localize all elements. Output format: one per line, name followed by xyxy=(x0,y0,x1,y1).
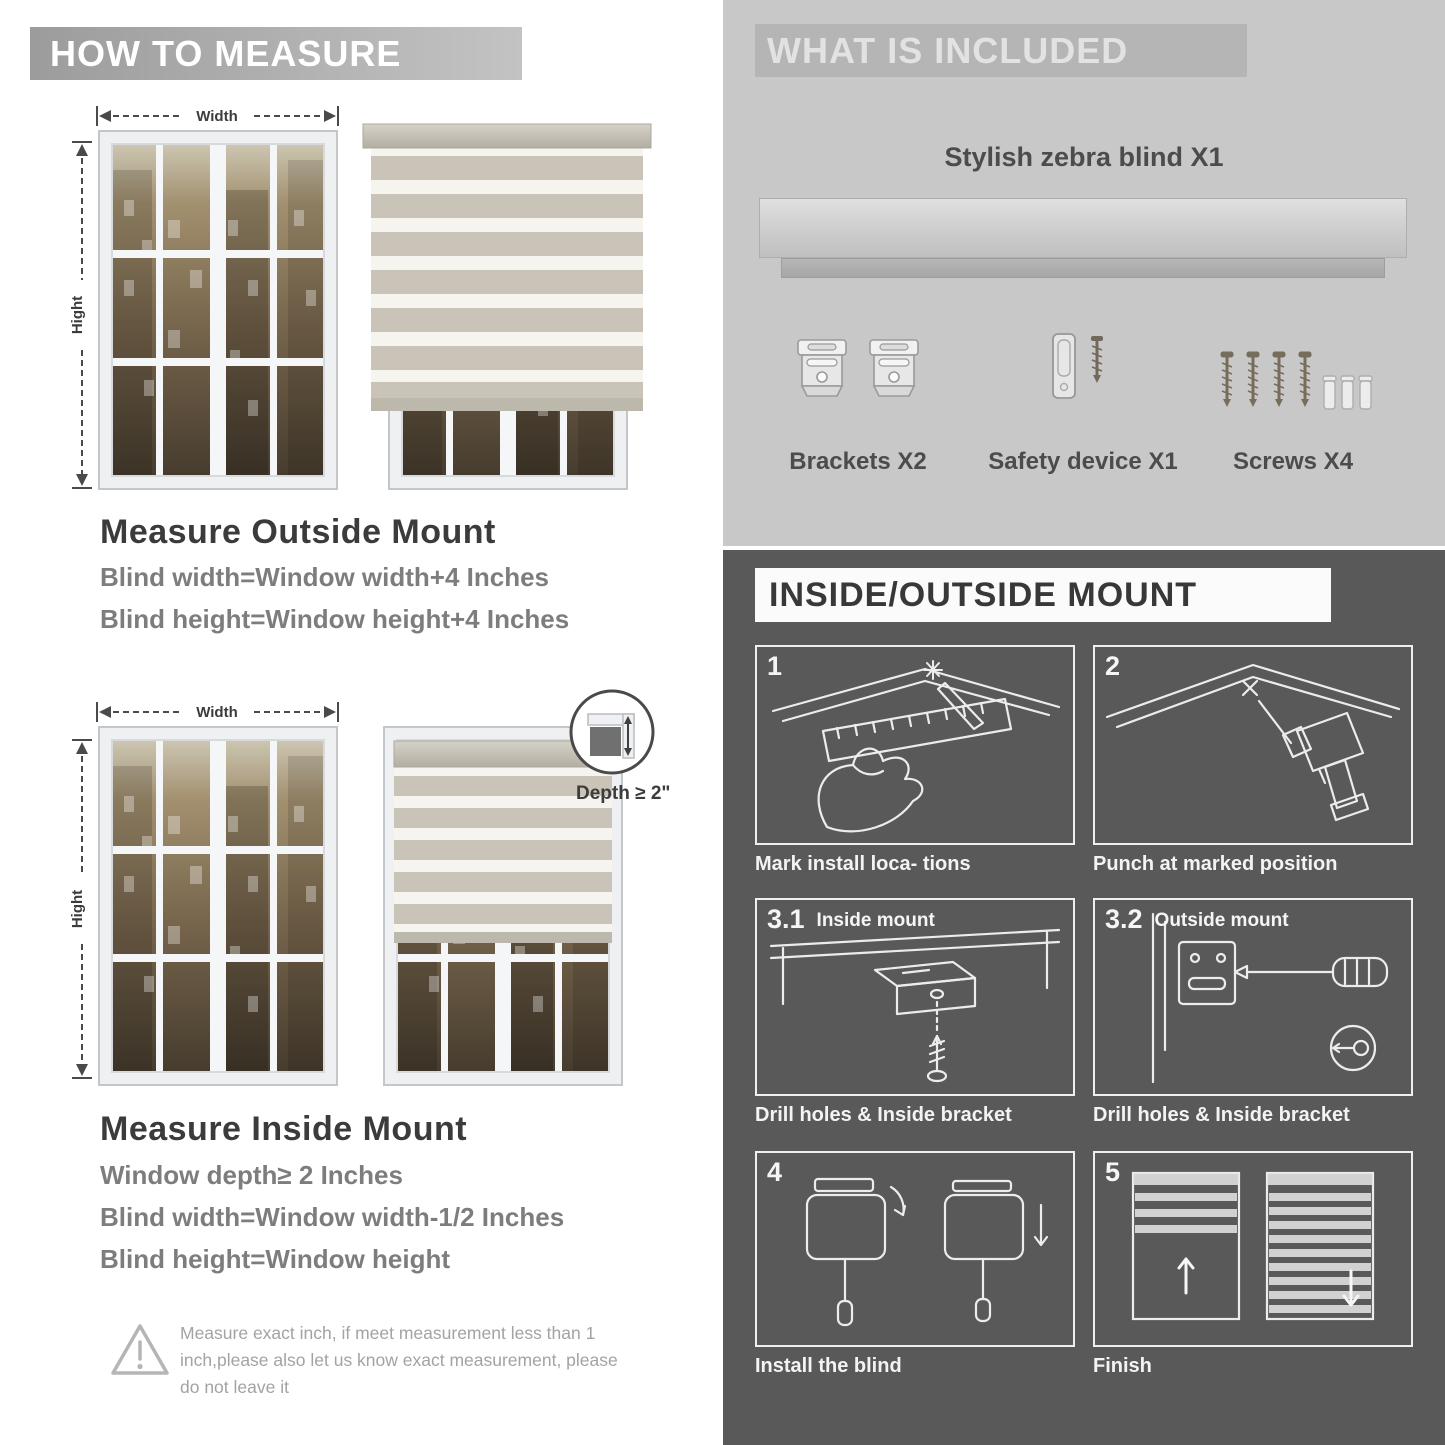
step-caption-2: Punch at marked position xyxy=(1093,853,1338,875)
headrail-bottom-lip xyxy=(781,258,1385,278)
headrail-illustration xyxy=(759,198,1407,258)
what-is-included-banner: WHAT IS INCLUDED xyxy=(755,24,1247,77)
install-blind-illustration xyxy=(805,1177,1049,1327)
step-panel-2: 2 xyxy=(1093,645,1413,845)
step-caption-3-2: Drill holes & Inside bracket xyxy=(1093,1104,1350,1126)
step-panel-5: 5 xyxy=(1093,1151,1413,1347)
depth-callout-label: Depth ≥ 2" xyxy=(576,783,671,804)
step-number: 4 xyxy=(767,1157,783,1187)
mount-section: INSIDE/OUTSIDE MOUNT 1 Mark install loca… xyxy=(723,550,1445,1445)
screws-icon xyxy=(1220,351,1373,410)
safety-device-label: Safety device X1 xyxy=(988,448,1178,475)
step-panel-4: 4 xyxy=(755,1151,1075,1347)
zebra-blind-inside-illustration xyxy=(382,726,624,1086)
bracket-icon xyxy=(869,339,919,397)
inside-formula-width: Blind width=Window width-1/2 Inches xyxy=(100,1202,565,1232)
finish-illustration xyxy=(1131,1171,1375,1321)
warning-icon xyxy=(111,1324,169,1375)
included-section: WHAT IS INCLUDED Stylish zebra blind X1 … xyxy=(723,0,1445,546)
outside-bracket-illustration xyxy=(1151,912,1389,1084)
width-label: Width xyxy=(196,108,238,125)
mark-location-illustration xyxy=(771,660,1061,833)
step-caption-1: Mark install loca- tions xyxy=(755,853,971,875)
step-caption-5: Finish xyxy=(1093,1355,1152,1377)
measure-warning-text: Measure exact inch, if meet measurement … xyxy=(180,1323,618,1398)
outside-mount-title: Measure Outside Mount xyxy=(100,513,496,551)
how-to-measure-title: HOW TO MEASURE xyxy=(50,32,402,74)
mount-banner: INSIDE/OUTSIDE MOUNT xyxy=(755,568,1331,622)
step-panel-1: 1 xyxy=(755,645,1075,845)
screws-label: Screws X4 xyxy=(1232,448,1354,475)
inside-bracket-illustration xyxy=(769,928,1061,1083)
step-number: 5 xyxy=(1105,1157,1121,1187)
height-label: Hight xyxy=(70,890,86,928)
safety-device-icon xyxy=(1052,333,1103,399)
depth-magnifier-icon xyxy=(569,689,655,775)
brackets-label: Brackets X2 xyxy=(789,448,927,475)
inside-formula-height: Blind height=Window height xyxy=(100,1244,450,1274)
step-number: 1 xyxy=(767,651,783,681)
width-arrow-inside: Width xyxy=(96,702,339,722)
step-number: 2 xyxy=(1105,651,1121,681)
step-caption-4: Install the blind xyxy=(755,1355,902,1377)
width-arrow-outside: Width xyxy=(96,106,339,126)
inside-mount-title: Measure Inside Mount xyxy=(100,1110,468,1148)
step-caption-3-1: Drill holes & Inside bracket xyxy=(755,1104,1012,1126)
height-label: Hight xyxy=(70,296,86,334)
mount-title: INSIDE/OUTSIDE MOUNT xyxy=(769,575,1198,614)
bracket-icon xyxy=(797,339,847,397)
inside-formula-depth: Window depth≥ 2 Inches xyxy=(100,1160,403,1190)
height-arrow-outside: Hight xyxy=(70,141,92,489)
what-is-included-title: WHAT IS INCLUDED xyxy=(767,29,1129,71)
window-illustration-outside xyxy=(98,130,338,490)
zebra-blind-outside-illustration xyxy=(362,123,652,490)
how-to-measure-banner: HOW TO MEASURE xyxy=(30,27,522,80)
outside-formula-height: Blind height=Window height+4 Inches xyxy=(100,604,570,634)
width-label: Width xyxy=(196,704,238,721)
product-label: Stylish zebra blind X1 xyxy=(944,142,1224,172)
window-illustration-inside xyxy=(98,726,338,1086)
drill-illustration xyxy=(1105,663,1401,822)
outside-formula-width: Blind width=Window width+4 Inches xyxy=(100,562,549,592)
height-arrow-inside: Hight xyxy=(70,739,92,1079)
